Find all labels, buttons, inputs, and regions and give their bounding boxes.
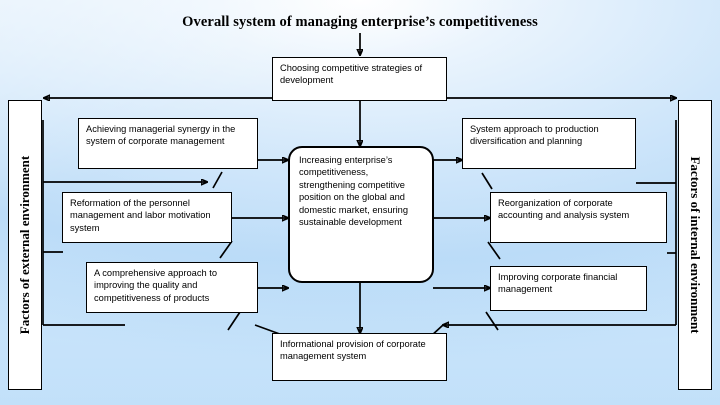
sidebar-external-factors: Factors of external environment (8, 100, 42, 390)
box-choosing-strategies[interactable]: Choosing competitive strategies of devel… (272, 57, 447, 101)
page-title: Overall system of managing enterprise’s … (182, 14, 538, 30)
box-increasing-competitiveness[interactable]: Increasing enterprise’s competitiveness,… (288, 146, 434, 283)
sidebar-internal-factors: Factors of internal environment (678, 100, 712, 390)
box-quality-approach[interactable]: A comprehensive approach to improving th… (86, 262, 258, 313)
box-accounting-reorganization[interactable]: Reorganization of corporate accounting a… (490, 192, 667, 243)
box-production-diversification[interactable]: System approach to production diversific… (462, 118, 636, 169)
box-informational-provision[interactable]: Informational provision of corporate man… (272, 333, 447, 381)
box-financial-management[interactable]: Improving corporate financial management (490, 266, 647, 311)
box-personnel-reformation[interactable]: Reformation of the personnel management … (62, 192, 232, 243)
box-managerial-synergy[interactable]: Achieving managerial synergy in the syst… (78, 118, 258, 169)
